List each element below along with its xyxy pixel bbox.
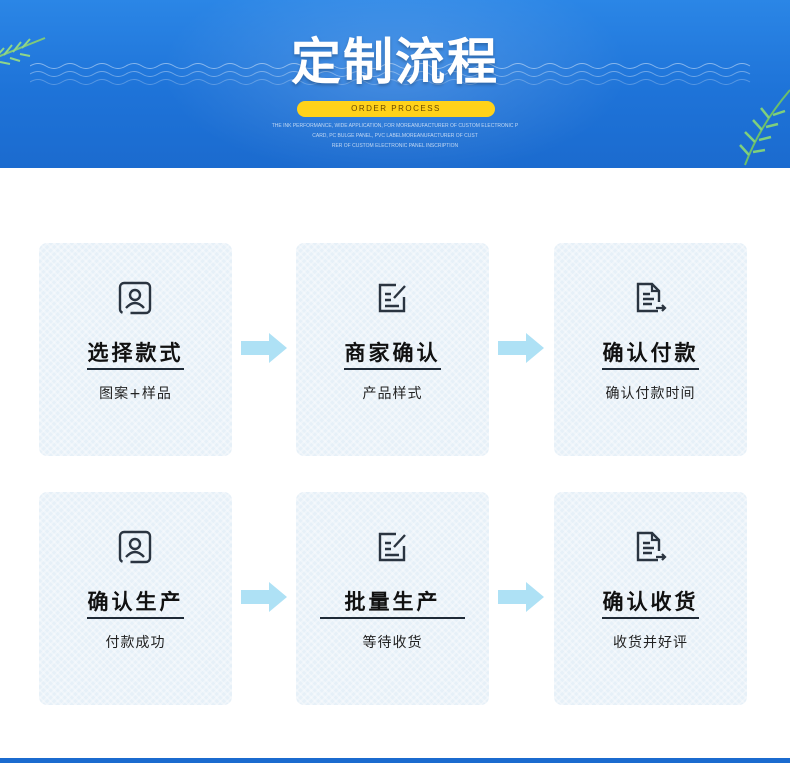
banner-glow (160, 0, 630, 168)
wave-lines (30, 63, 751, 85)
palm-leaf-left-icon (0, 37, 46, 65)
user-card-icon (118, 281, 152, 315)
step-underline (87, 617, 184, 619)
step-desc: 收货并好评 (613, 635, 688, 651)
step-underline (602, 368, 699, 370)
blurb-line: CARD, PC BULGE PANEL, PVC LABELMOREANUFA… (312, 133, 478, 139)
user-card-icon (118, 530, 152, 564)
header-blurb: THE INK PERFORMANCE, WIDE APPLICATION, F… (240, 121, 550, 151)
step-underline (602, 617, 699, 619)
step-card-3: 确认付款 确认付款时间 (554, 243, 747, 456)
step-underline (87, 368, 184, 370)
step-desc: 付款成功 (105, 635, 166, 651)
step-desc: 等待收货 (362, 635, 423, 651)
step-title: 确认收货 (602, 590, 699, 614)
step-title: 确认生产 (87, 590, 184, 614)
arrow-right-icon (241, 333, 287, 363)
step-underline (320, 617, 465, 619)
bottom-divider (0, 758, 790, 763)
step-card-6: 确认收货 收货并好评 (554, 492, 747, 705)
step-desc: 确认付款时间 (605, 386, 696, 402)
edit-note-icon (378, 532, 406, 562)
arrow-right-icon (241, 582, 287, 612)
palm-leaf-right-icon (739, 89, 790, 166)
step-title: 确认付款 (602, 341, 699, 365)
step-title: 商家确认 (344, 341, 441, 365)
document-export-icon (636, 282, 667, 313)
step-card-2: 商家确认 产品样式 (296, 243, 489, 456)
header-banner: 定制流程 ORDER PROCESS THE INK PERFORMANCE, … (0, 0, 790, 168)
blurb-line: RER OF CUSTOM ELECTRONIC PANEL INSCRIPTI… (331, 143, 459, 149)
step-desc: 图案+样品 (99, 386, 172, 402)
step-card-4: 确认生产 付款成功 (39, 492, 232, 705)
blurb-line: THE INK PERFORMANCE, WIDE APPLICATION, F… (271, 123, 519, 129)
document-export-icon (636, 531, 667, 562)
step-title: 选择款式 (87, 341, 184, 365)
page-title: 定制流程 (291, 33, 499, 91)
step-title: 批量生产 (344, 590, 441, 614)
step-desc: 产品样式 (362, 386, 423, 402)
step-card-1: 选择款式 图案+样品 (39, 243, 232, 456)
step-card-5: 批量生产 等待收货 (296, 492, 489, 705)
arrow-right-icon (498, 333, 544, 363)
step-underline (344, 368, 441, 370)
edit-note-icon (378, 283, 406, 313)
subtitle-badge: ORDER PROCESS (297, 101, 495, 117)
arrow-right-icon (498, 582, 544, 612)
